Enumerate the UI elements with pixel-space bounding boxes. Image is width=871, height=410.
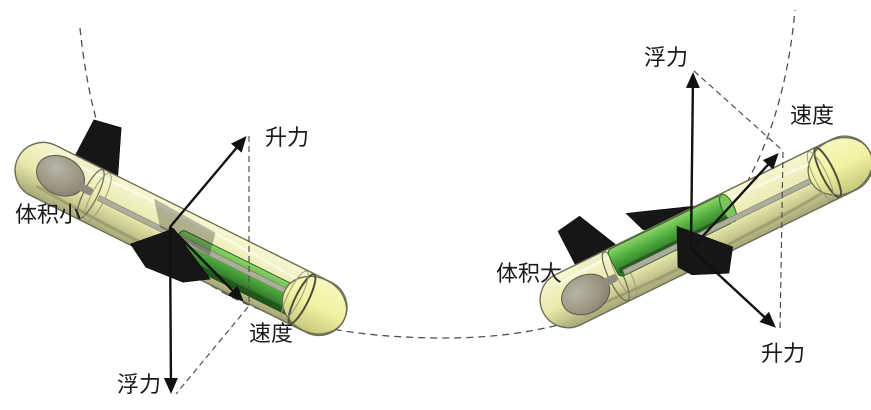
lift-arrow-descending bbox=[169, 135, 247, 228]
velocity-arrow-ascending bbox=[690, 153, 779, 250]
nose-ring bbox=[287, 273, 317, 325]
buoyancy-arrow-descending bbox=[163, 226, 178, 394]
label-volume-small: 体积小 bbox=[15, 202, 81, 227]
label-velocity-descending: 速度 bbox=[249, 321, 293, 346]
buoyancy-arrow-ascending bbox=[685, 72, 700, 250]
nose-ring bbox=[813, 146, 842, 199]
lift-arrow-ascending bbox=[690, 248, 776, 328]
construction-line-velocity-buoyancy-descending bbox=[175, 306, 249, 395]
glide-path bbox=[79, 9, 796, 339]
velocity-arrow-descending bbox=[169, 226, 244, 302]
dome-stem bbox=[77, 182, 94, 196]
far-wing-shadow bbox=[154, 198, 216, 256]
label-volume-big: 体积大 bbox=[496, 261, 562, 286]
label-lift-ascending: 升力 bbox=[761, 341, 805, 366]
dome-stem bbox=[601, 274, 618, 287]
label-buoyancy-ascending: 浮力 bbox=[644, 45, 688, 70]
label-buoyancy-descending: 浮力 bbox=[117, 372, 161, 397]
label-velocity-ascending: 速度 bbox=[790, 103, 834, 128]
label-lift-descending: 升力 bbox=[265, 125, 309, 150]
nose-ring2 bbox=[806, 151, 835, 201]
nose-ring2 bbox=[280, 270, 309, 321]
